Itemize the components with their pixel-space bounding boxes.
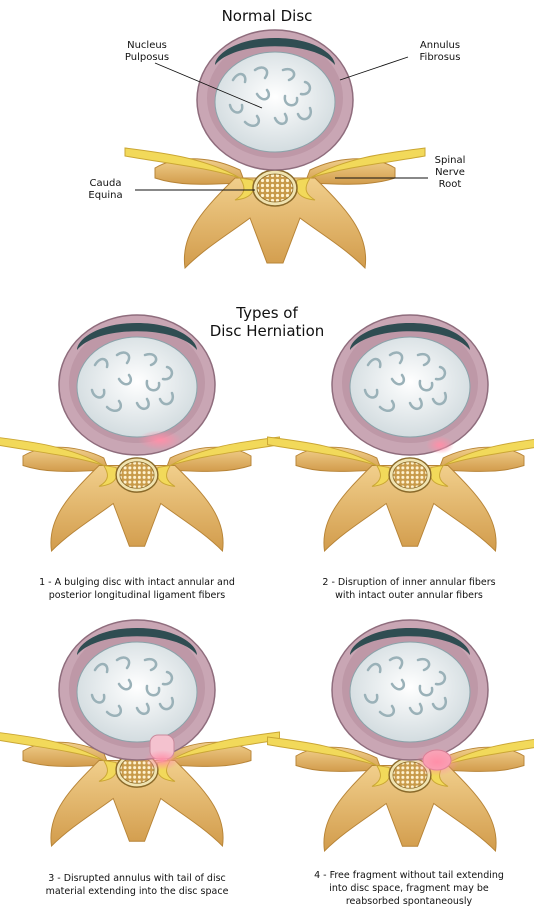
herniation-type-2-diagram: [268, 315, 534, 551]
caption-type-2: 2 - Disruption of inner annular fibers w…: [284, 576, 534, 602]
herniation-type-4-diagram: [268, 620, 534, 851]
normal-disc-diagram: [125, 30, 428, 268]
herniation-type-3-diagram: [0, 620, 279, 846]
caption-type-4: 4 - Free fragment without tail extending…: [284, 869, 534, 908]
herniation-type-1-diagram: [0, 315, 279, 551]
caption-type-1: 1 - A bulging disc with intact annular a…: [12, 576, 262, 602]
caption-type-3: 3 - Disrupted annulus with tail of disc …: [12, 872, 262, 898]
